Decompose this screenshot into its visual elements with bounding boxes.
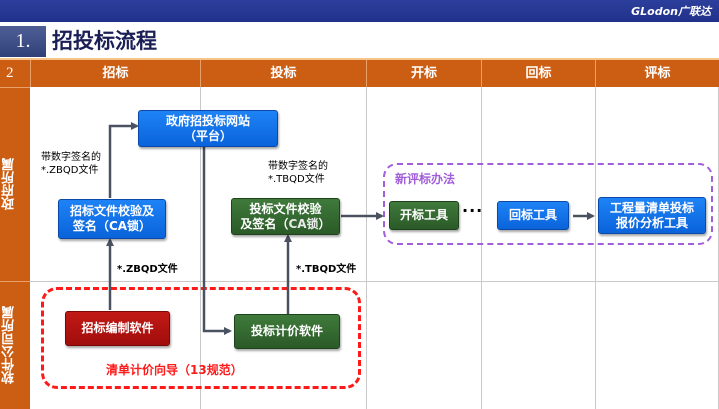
gov-site-line1: 政府招投标网站 xyxy=(165,113,250,128)
analysis-line1: 工程量清单投标 xyxy=(609,200,694,215)
software-wizard-group xyxy=(41,287,361,389)
arrow-tender-to-site xyxy=(108,122,139,198)
tender-software-node[interactable]: 招标编制软件 xyxy=(65,311,170,346)
grid-line xyxy=(30,281,719,282)
tender-check-line1: 招标文件校验及 xyxy=(69,204,154,218)
tender-check-close: ） xyxy=(139,219,152,233)
return-tool-node[interactable]: 回标工具 xyxy=(497,201,569,230)
wizard-label: 清单计价向导（13规范） xyxy=(106,363,243,377)
bid-software-node[interactable]: 投标计价软件 xyxy=(234,314,340,349)
brand-logo: GLodon广联达 xyxy=(631,5,711,18)
analysis-line2: 报价分析工具 xyxy=(615,215,688,230)
gov-site-line2: （平台） xyxy=(183,128,232,143)
bid-check-line1: 投标文件校验 xyxy=(249,201,322,216)
bid-check-close: ） xyxy=(318,216,331,231)
open-tool-node[interactable]: 开标工具 xyxy=(389,201,459,230)
grid-line xyxy=(481,87,482,409)
grid-line xyxy=(366,87,367,409)
row-header-gov-cell xyxy=(0,87,30,281)
top-banner: GLodon广联达 xyxy=(0,0,719,22)
grid-line xyxy=(200,87,201,409)
sig-tbqd-label-2: *.TBQD文件 xyxy=(268,174,325,185)
sig-zbqd-label-2: *.ZBQD文件 xyxy=(41,165,99,176)
column-header-tender: 招标 xyxy=(30,60,200,87)
column-header-evaluate: 评标 xyxy=(595,60,719,87)
new-evaluation-label: 新评标办法 xyxy=(395,172,456,186)
ca-lock-text: CA锁 xyxy=(108,219,140,233)
bid-check-line2: 及签名（ xyxy=(240,216,289,231)
column-header-bid: 投标 xyxy=(200,60,366,87)
dotted-connector: ··· xyxy=(462,201,484,220)
title-underline xyxy=(0,58,719,60)
sig-tbqd-label-1: 带数字签名的 xyxy=(268,161,328,172)
tender-check-sign-node[interactable]: 招标文件校验及签名（CA锁） xyxy=(58,199,166,239)
column-header-open: 开标 xyxy=(366,60,481,87)
column-header-return: 回标 xyxy=(481,60,595,87)
bid-check-sign-node[interactable]: 投标文件校验及签名（CA锁） xyxy=(231,198,340,235)
analysis-tool-node[interactable]: 工程量清单投标报价分析工具 xyxy=(598,197,706,234)
table-corner: 2 xyxy=(0,60,30,87)
ca-lock-text: CA锁 xyxy=(288,216,319,231)
section-number: 1. xyxy=(0,26,46,57)
sig-zbqd-label-1: 带数字签名的 xyxy=(41,152,101,163)
grid-line xyxy=(595,87,596,409)
page-title: 招投标流程 xyxy=(52,29,157,53)
zbqd-file-label: *.ZBQD文件 xyxy=(117,264,178,275)
tbqd-file-label: *.TBQD文件 xyxy=(296,264,357,275)
new-evaluation-group xyxy=(383,163,713,245)
tender-check-line2: 签名（ xyxy=(72,219,109,233)
arrow-site-to-bid-soft xyxy=(202,146,232,335)
gov-bidding-site-node[interactable]: 政府招投标网站（平台） xyxy=(138,110,278,147)
row-header-software-cell xyxy=(0,281,30,409)
